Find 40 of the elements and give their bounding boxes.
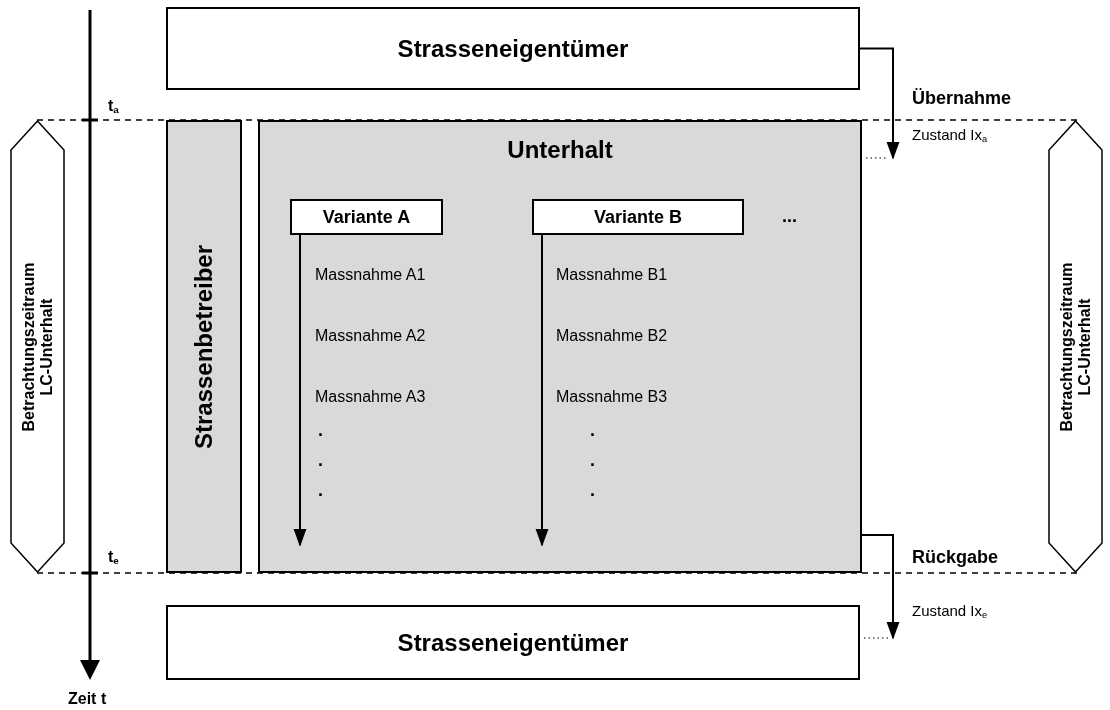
variant-title: Variante B	[594, 206, 682, 228]
operator-title: Strassenbetreiber	[190, 244, 218, 449]
variant-box	[532, 199, 744, 235]
owner-title: Strasseneigentümer	[397, 628, 629, 657]
operator-box	[166, 120, 242, 573]
continuation-dot: .	[590, 480, 595, 501]
arrow	[293, 232, 307, 547]
state-label: Zustand Ix$_{a}$	[912, 126, 988, 144]
axis-label: Zeit t	[68, 690, 107, 709]
measure-label: Massnahme A3	[315, 388, 426, 407]
measure-label: Massnahme A1	[315, 266, 426, 285]
owner-title: Strasseneigentümer	[397, 34, 629, 63]
period-label: Betrachtungszeitraum LC-Unterhalt	[1057, 261, 1094, 433]
continuation-dot: .	[590, 450, 595, 471]
panel-title: Unterhalt	[507, 136, 613, 164]
period-hexagon	[10, 120, 65, 573]
ellipsis: ...	[782, 206, 797, 227]
measure-label: Massnahme A2	[315, 327, 426, 346]
state-label: Zustand Ix$_{e}$	[912, 602, 988, 620]
arrow	[535, 232, 549, 547]
measure-label: Massnahme B2	[556, 327, 668, 346]
transfer-label: Rückgabe	[912, 547, 999, 568]
continuation-dot: .	[590, 420, 595, 441]
period-hexagon	[1048, 120, 1103, 573]
continuation-dot: .	[318, 480, 323, 501]
time-mark: t$_{e}$	[108, 548, 119, 567]
continuation-dot: .	[318, 420, 323, 441]
variant-title: Variante A	[322, 206, 411, 228]
maintenance-panel	[258, 120, 862, 573]
period-label: Betrachtungszeitraum LC-Unterhalt	[19, 261, 56, 433]
owner-box	[166, 605, 860, 680]
measure-label: Massnahme B3	[556, 388, 668, 407]
measure-label: Massnahme B1	[556, 266, 668, 285]
continuation-dot: .	[318, 450, 323, 471]
variant-box	[290, 199, 443, 235]
time-mark: t$_{a}$	[108, 97, 119, 116]
transfer-label: Übernahme	[912, 88, 1012, 109]
arrow	[859, 47, 900, 160]
arrow	[861, 534, 900, 640]
owner-box	[166, 7, 860, 90]
